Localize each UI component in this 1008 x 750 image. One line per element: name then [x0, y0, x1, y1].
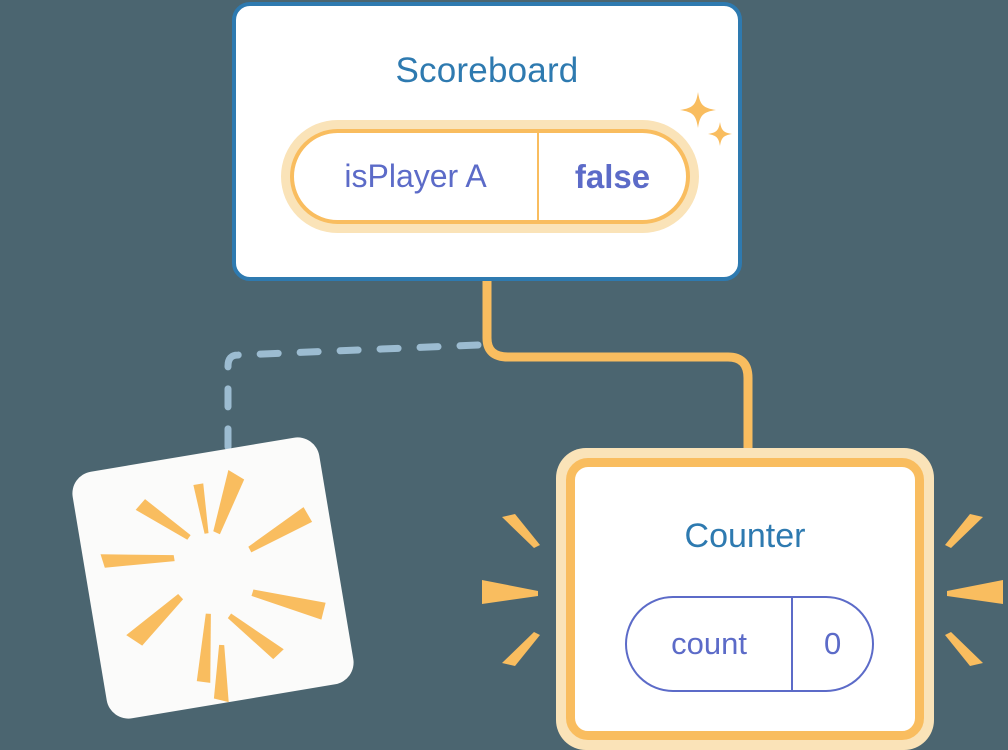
burst-ray [502, 632, 540, 666]
counter-card[interactable]: Counter count 0 [556, 448, 934, 750]
counter-state-key: count [627, 598, 794, 690]
sparkle-icon-small [708, 122, 732, 146]
burst-ray [502, 514, 540, 548]
burst-ray-group [100, 469, 326, 703]
scoreboard-state-pill-inner: isPlayer A false [290, 129, 690, 224]
counter-title: Counter [684, 517, 806, 555]
scoreboard-to-counter-connector [482, 281, 753, 470]
sparkle-icon-large [680, 92, 716, 128]
burst-ray [193, 483, 209, 534]
burst-ray [213, 644, 229, 703]
burst-ray [100, 554, 175, 568]
burst-ray [251, 589, 326, 620]
counter-burst-rays-right [945, 514, 1003, 666]
burst-ray [126, 593, 184, 646]
scoreboard-card[interactable]: Scoreboard isPlayer A false [232, 2, 742, 281]
rerender-burst-card[interactable] [69, 434, 357, 722]
burst-ray [135, 499, 191, 540]
counter-state-value: 0 [823, 626, 842, 661]
burst-ray [227, 613, 284, 660]
burst-ray [945, 514, 983, 548]
counter-burst-rays-left [482, 514, 540, 666]
scoreboard-state-key: isPlayer A [294, 133, 540, 220]
scoreboard-state-value: false [574, 157, 651, 195]
sparkle-icon [680, 92, 732, 146]
burst-ray [196, 613, 211, 683]
scoreboard-title: Scoreboard [395, 51, 579, 90]
burst-ray [947, 580, 1003, 604]
burst-ray [248, 507, 313, 553]
scoreboard-state-pill[interactable]: isPlayer A false [281, 120, 699, 233]
scoreboard-to-burst-card-connector [224, 341, 482, 470]
counter-state-pill[interactable]: count 0 [625, 596, 874, 692]
burst-ray [482, 580, 538, 604]
burst-ray [213, 469, 245, 535]
counter-card-inner: Counter count 0 [566, 458, 924, 740]
burst-ray [945, 632, 983, 666]
